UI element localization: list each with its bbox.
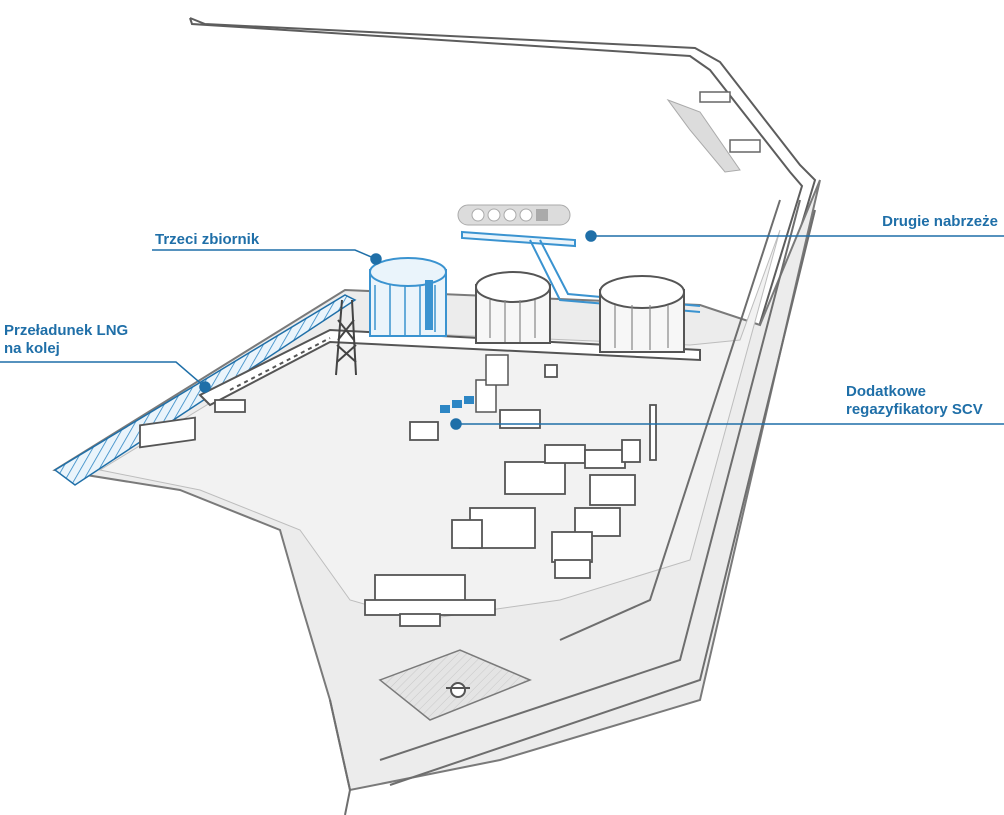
callout-lng-rail: [0, 361, 211, 393]
pipe-rack: [198, 328, 701, 407]
label-lng-rail-line1: Przeładunek LNG: [4, 322, 129, 339]
lattice-tower: [335, 299, 357, 376]
breakwater: [189, 17, 817, 331]
tank-2: [599, 275, 685, 353]
tank-1: [475, 271, 551, 344]
label-third-tank: Trzeci zbiornik: [155, 231, 259, 249]
label-third-tank-text: Trzeci zbiornik: [155, 231, 260, 248]
label-lng-rail-line2: na kolej: [4, 340, 60, 357]
entrance-sign-icon: [446, 682, 470, 698]
label-second-berth: Drugie nabrzeże: [882, 213, 998, 231]
label-scv: Dodatkowe regazyfikatory SCV: [846, 383, 983, 419]
callout-scv: [450, 418, 1004, 430]
label-second-berth-text: Drugie nabrzeże: [882, 213, 998, 230]
ship-left: [457, 204, 571, 226]
callout-third-tank: [152, 249, 382, 265]
ship-right: [666, 98, 741, 173]
roads: [329, 199, 816, 815]
callout-second-berth: [585, 230, 1004, 242]
label-scv-line2: regazyfikatory SCV: [846, 401, 983, 418]
label-lng-rail: Przeładunek LNG na kolej: [4, 322, 128, 358]
label-scv-line1: Dodatkowe: [846, 383, 927, 400]
scv-regasifiers: [440, 354, 509, 413]
third-tank: [369, 257, 447, 337]
jetty-structures: [699, 91, 761, 153]
buildings: [139, 364, 657, 627]
